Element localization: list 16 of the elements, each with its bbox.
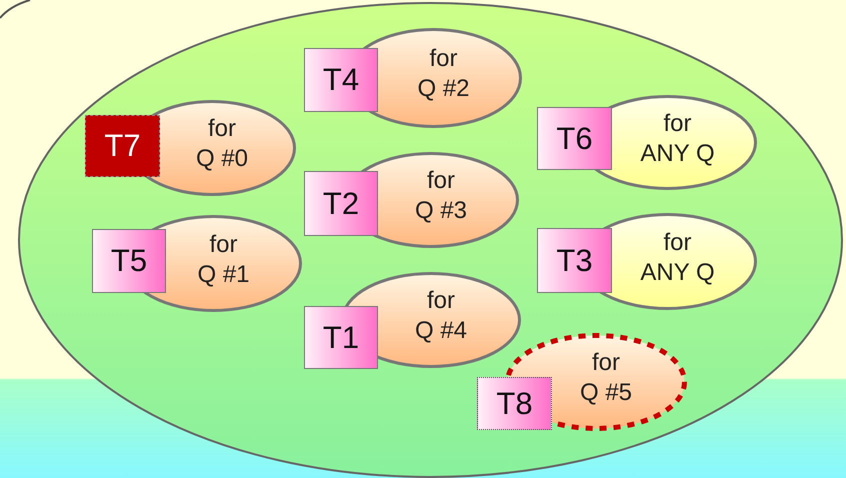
oval-label: for Q #3 — [414, 166, 468, 226]
task-tag: T2 — [304, 171, 378, 236]
oval-label: for Q #2 — [417, 44, 470, 104]
task-tag: T4 — [304, 48, 378, 112]
oval-label: for Q #5 — [580, 348, 632, 408]
task-tag: T6 — [537, 107, 612, 170]
task-tag: T3 — [537, 228, 612, 293]
oval-label: for ANY Q — [640, 108, 715, 168]
oval-label: for Q #1 — [197, 230, 250, 290]
oval-label: for Q #0 — [196, 114, 248, 174]
task-tag: T7 — [85, 115, 160, 177]
oval-label: for ANY Q — [640, 228, 715, 288]
task-tag: T5 — [92, 229, 166, 293]
task-tag: T8 — [477, 377, 552, 430]
oval-label: for Q #4 — [414, 286, 468, 346]
task-tag: T1 — [304, 306, 378, 369]
